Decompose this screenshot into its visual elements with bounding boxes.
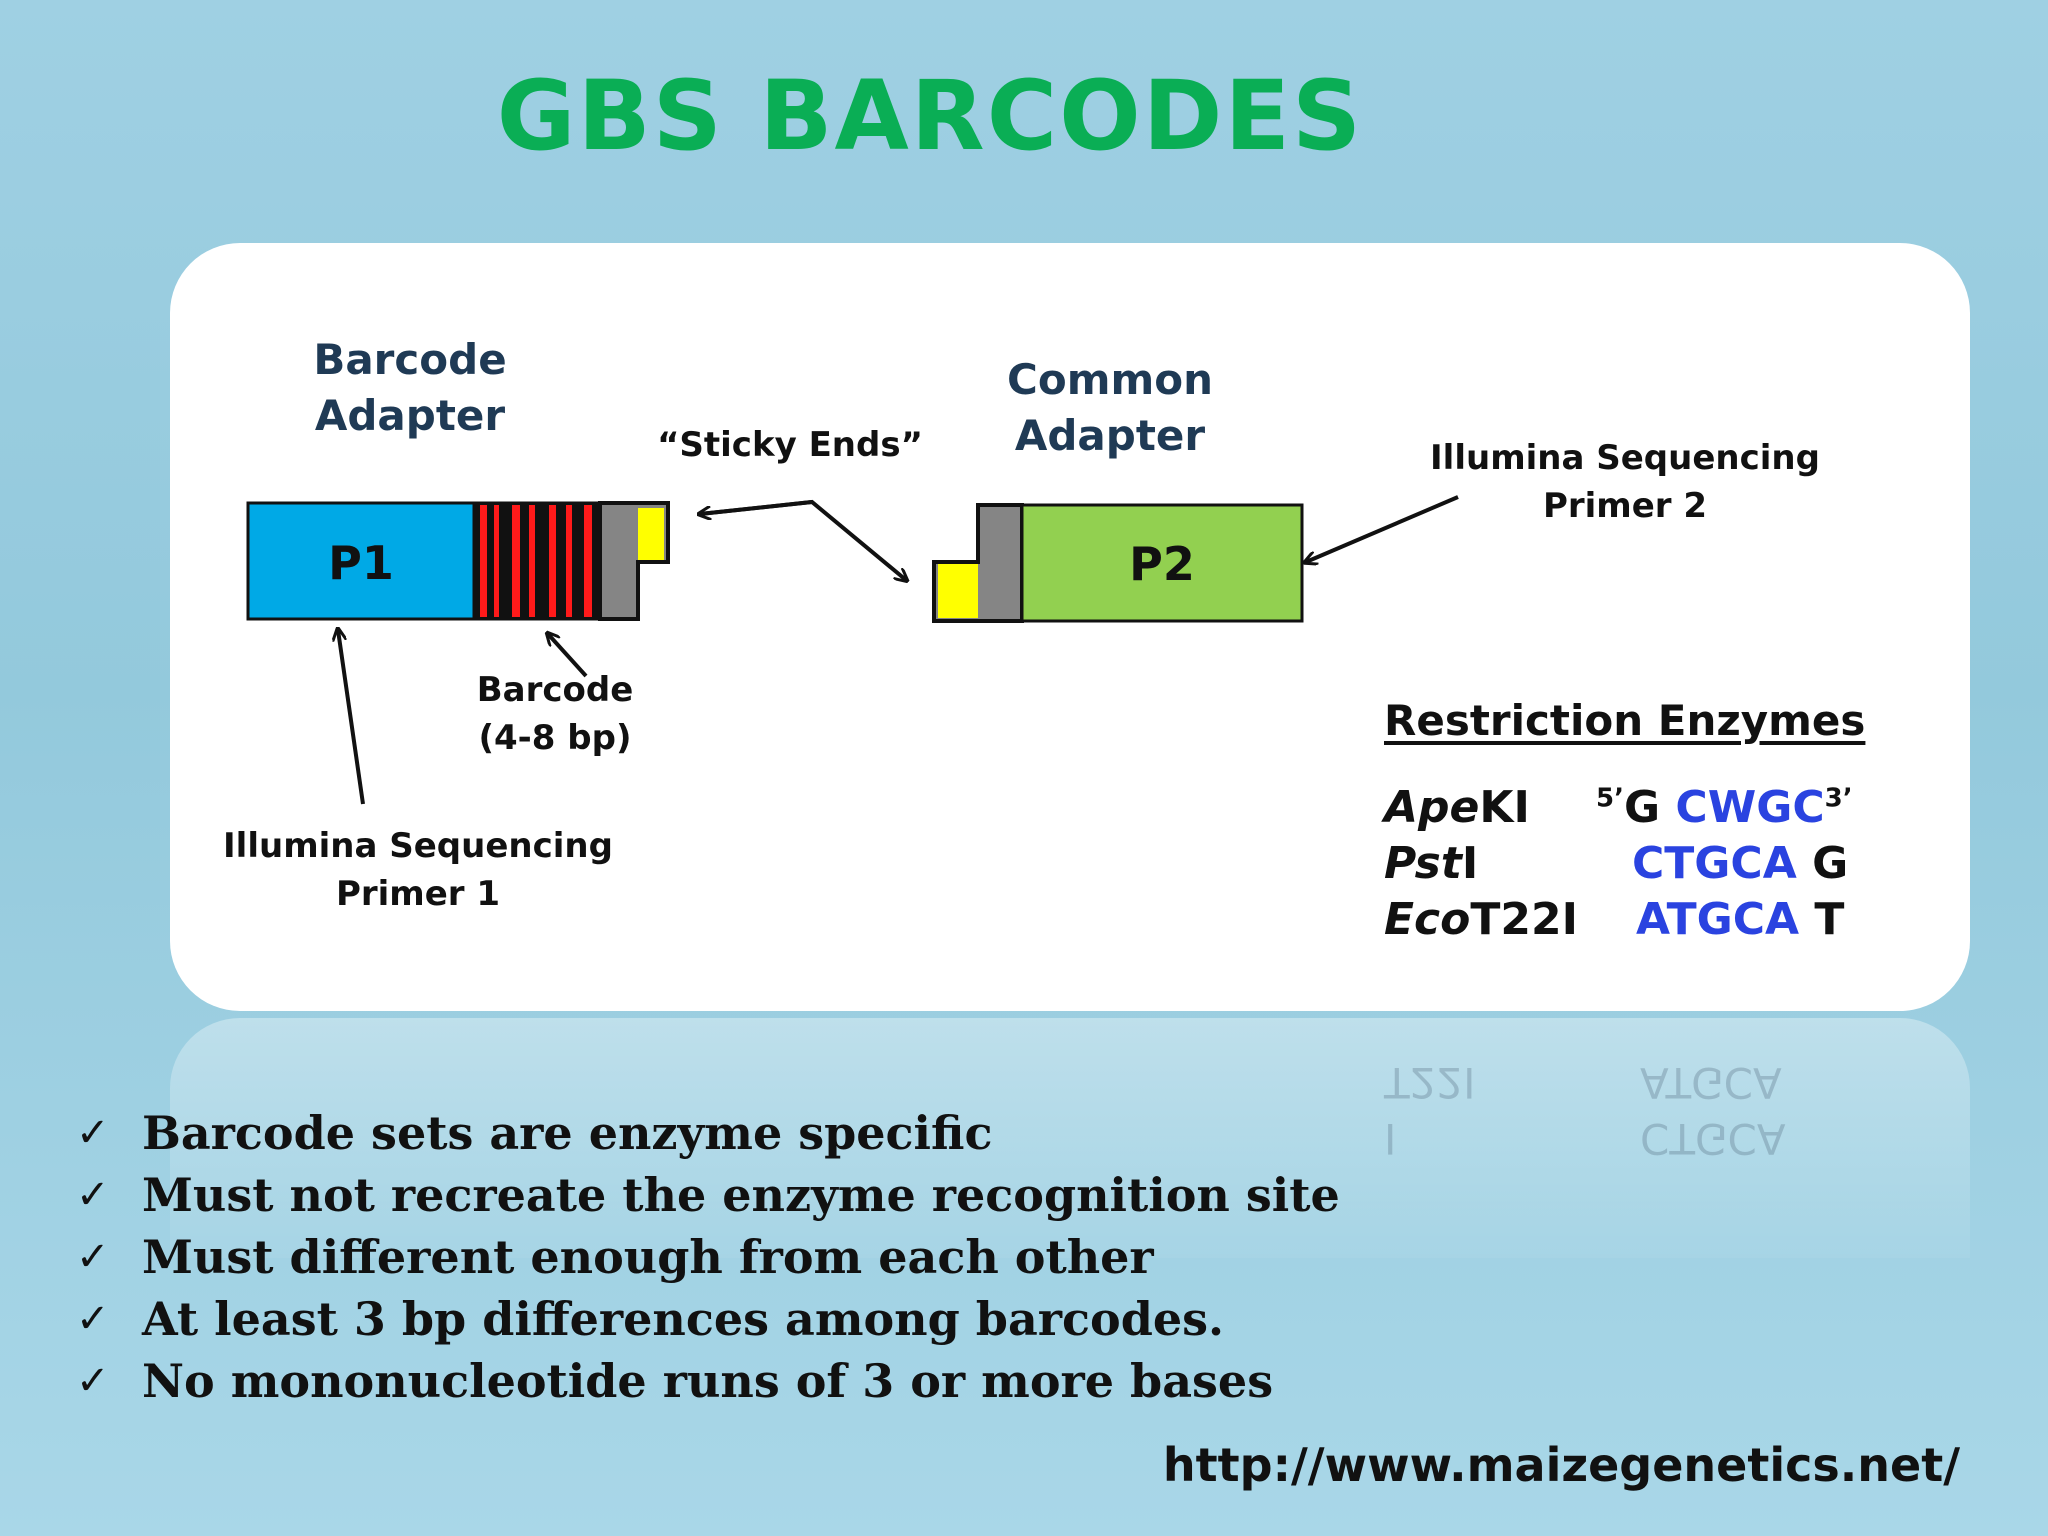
sticky-ends-label: “Sticky Ends” [657,425,923,465]
list-item: ✓ Must different enough from each other [76,1226,1340,1288]
enzyme-row: ApeKI 5’G CWGC3’ [1384,782,1904,838]
enzyme-name-italic: Eco [1384,894,1471,945]
primer1-label: Illumina Sequencing Primer 1 [178,822,658,918]
enzyme-sequence: 5’G CWGC3’ [1596,782,1853,833]
bullet-text: Must not recreate the enzyme recognition… [142,1168,1340,1222]
enzyme-row: PstI CTGCA G [1384,838,1904,894]
sequence-post: T [1799,894,1845,945]
checkmark-icon: ✓ [76,1110,110,1156]
recognition-site: ATGCA [1636,894,1800,945]
slide-title: GBS BARCODES [496,60,1364,172]
bullet-text: Must different enough from each other [142,1230,1154,1284]
barcode-label-line1: Barcode [476,670,634,710]
common-adapter-label: Common Adapter [990,352,1230,464]
arrow-primer1 [338,630,365,805]
enzyme-sequence: CTGCA G [1632,838,1848,889]
barcode-adapter-line2: Adapter [314,391,506,440]
primer2-line2: Primer 2 [1542,486,1708,526]
bullet-text: Barcode sets are enzyme specific [142,1106,993,1160]
enzyme-name: EcoT22I [1384,894,1578,945]
bullet-text: At least 3 bp differences among barcodes… [142,1292,1225,1346]
barcode-label-line2: (4-8 bp) [478,718,632,758]
common-adapter-line1: Common [1007,355,1213,404]
bullet-text: No mononucleotide runs of 3 or more base… [142,1354,1274,1408]
enzyme-name-rest: KI [1479,782,1530,833]
p2-label: P2 [1129,537,1195,591]
primer1-line1: Illumina Sequencing [223,826,613,866]
five-prime-marker: 5’ [1596,783,1624,814]
list-item: ✓ Barcode sets are enzyme specific [76,1102,1340,1164]
recognition-site: CTGCA [1632,838,1797,889]
arrow-primer2 [1306,495,1459,562]
list-item: ✓ Must not recreate the enzyme recognitio… [76,1164,1340,1226]
enzyme-name-rest: I [1461,838,1479,889]
checkmark-icon: ✓ [76,1172,110,1218]
primer2-label: Illumina Sequencing Primer 2 [1390,434,1860,530]
recognition-site: CWGC [1675,782,1825,833]
primer1-line2: Primer 1 [335,874,501,914]
sequence-post: G [1796,838,1849,889]
diagram-panel [170,243,1970,1011]
checkmark-icon: ✓ [76,1358,110,1404]
list-item: ✓ At least 3 bp differences among barcode… [76,1288,1340,1350]
primer2-line1: Illumina Sequencing [1430,438,1820,478]
enzyme-row: EcoT22I ATGCA T [1384,894,1904,950]
three-prime-marker: 3’ [1824,783,1853,814]
arrow-barcode [548,634,588,678]
list-item: ✓ No mononucleotide runs of 3 or more bas… [76,1350,1340,1412]
sequence-pre: G [1623,782,1676,833]
enzyme-name-italic: Ape [1384,782,1480,833]
p1-sticky-end [638,508,664,560]
enzyme-name: ApeKI [1384,782,1530,833]
checkmark-icon: ✓ [76,1296,110,1342]
restriction-enzymes-heading: Restriction Enzymes [1384,696,1866,745]
enzyme-sequence: ATGCA T [1636,894,1844,945]
p1-label: P1 [328,536,394,590]
bullet-list: ✓ Barcode sets are enzyme specific ✓ Must … [76,1102,1340,1412]
barcode-adapter-label: Barcode Adapter [290,332,530,444]
common-adapter-line2: Adapter [1014,411,1206,460]
p2-block [1020,503,1304,623]
panel-reflection: T22I ATGCA I CTGCA [170,1018,1970,1258]
enzyme-name-italic: Pst [1384,838,1462,889]
p2-sticky-end [938,564,978,618]
barcode-length-label: Barcode (4-8 bp) [440,666,670,762]
arrow-sticky-ends-left [700,500,813,514]
source-url[interactable]: http://www.maizegenetics.net/ [1162,1438,1960,1492]
enzyme-name: PstI [1384,838,1478,889]
barcode-stripes [472,501,602,621]
enzyme-name-rest: T22I [1470,894,1578,945]
barcode-adapter-line1: Barcode [313,335,507,384]
arrow-sticky-ends [699,499,906,580]
checkmark-icon: ✓ [76,1234,110,1280]
